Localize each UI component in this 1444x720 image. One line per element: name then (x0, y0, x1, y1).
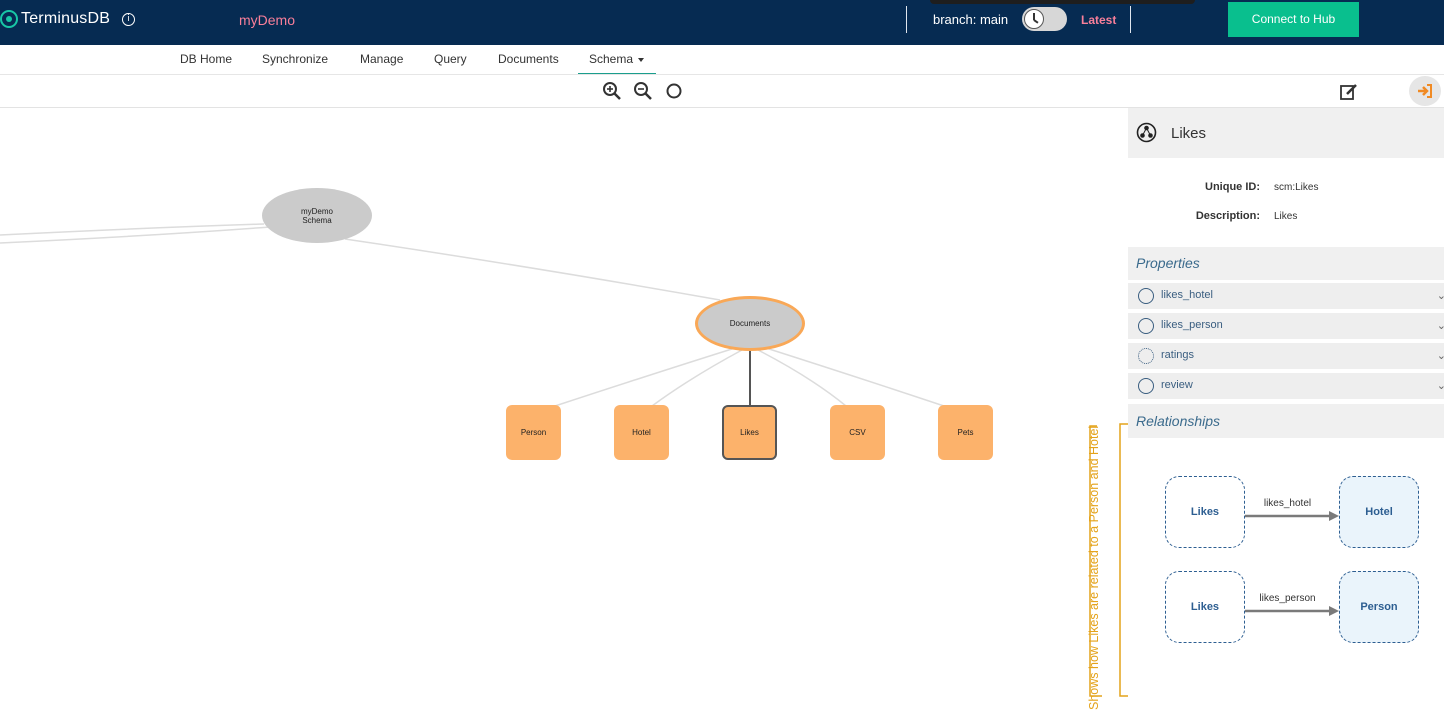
class-icon (1136, 122, 1157, 143)
relationship-target-box: Person (1339, 571, 1419, 643)
sign-in-icon (1418, 84, 1432, 98)
divider (906, 6, 907, 33)
chevron-down-icon: ⌄ (1436, 290, 1444, 302)
properties-header: Properties (1128, 247, 1444, 280)
annotation-text: Shows how Likes are related to a Person … (1087, 425, 1101, 710)
number-property-icon (1138, 348, 1154, 364)
description-value: Likes (1274, 211, 1298, 222)
graph-toolbar (0, 75, 1444, 108)
edit-icon[interactable] (1339, 82, 1359, 102)
property-row[interactable]: likes_person ⌄ (1128, 313, 1444, 339)
description-label: Description: (1195, 210, 1260, 222)
relationship-arrow-icon (1245, 606, 1339, 616)
properties-title: Properties (1136, 255, 1200, 271)
database-name[interactable]: myDemo (239, 12, 296, 28)
reset-icon[interactable] (664, 81, 684, 101)
pets-node[interactable]: Pets (938, 405, 993, 460)
terminusdb-logo-icon (0, 10, 18, 28)
relationships-header: Relationships (1128, 404, 1444, 438)
login-button[interactable] (1409, 76, 1441, 106)
time-travel-toggle[interactable] (1022, 7, 1067, 31)
chevron-down-icon: ⌄ (1436, 320, 1444, 332)
sub-navigation: DB Home Synchronize Manage Query Documen… (0, 45, 1444, 75)
property-label: likes_hotel (1161, 289, 1213, 301)
relationship-label: likes_hotel (1263, 498, 1312, 509)
zoom-out-icon[interactable] (633, 81, 653, 101)
divider (1130, 6, 1131, 33)
property-label: review (1161, 379, 1193, 391)
property-row[interactable]: review ⌄ (1128, 373, 1444, 399)
property-row[interactable]: ratings ⌄ (1128, 343, 1444, 369)
top-bar: TerminusDB i myDemo branch: main Latest … (0, 0, 1444, 45)
link-property-icon (1138, 318, 1154, 334)
panel-title: Likes (1171, 125, 1207, 142)
branch-selector[interactable]: branch: main (933, 12, 1009, 27)
property-row[interactable]: likes_hotel ⌄ (1128, 283, 1444, 309)
relationships-title: Relationships (1136, 413, 1221, 429)
chevron-down-icon: ⌄ (1436, 380, 1444, 392)
zoom-in-icon[interactable] (602, 81, 622, 101)
nav-synchronize[interactable]: Synchronize (262, 52, 329, 66)
graph-edges (0, 223, 945, 407)
likes-node[interactable]: Likes (722, 405, 777, 460)
chevron-down-icon (638, 57, 645, 62)
nav-manage[interactable]: Manage (360, 52, 404, 66)
chevron-down-icon: ⌄ (1436, 350, 1444, 362)
property-label: likes_person (1161, 319, 1223, 331)
csv-node[interactable]: CSV (830, 405, 885, 460)
details-panel: Likes Unique ID: scm:Likes Description: … (1128, 108, 1444, 720)
info-icon[interactable]: i (122, 13, 135, 26)
top-strip (930, 0, 1195, 4)
relationship-label: likes_person (1259, 593, 1316, 604)
nav-documents[interactable]: Documents (498, 52, 559, 66)
annotation-bracket (1089, 425, 1102, 697)
relationship-source-box: Likes (1165, 476, 1245, 548)
unique-id-label: Unique ID: (1205, 181, 1260, 193)
nav-db-home[interactable]: DB Home (180, 52, 233, 66)
link-property-icon (1138, 288, 1154, 304)
logo-text: TerminusDB (21, 10, 111, 27)
panel-header: Likes (1128, 108, 1444, 158)
person-node[interactable]: Person (506, 405, 561, 460)
latest-label: Latest (1081, 13, 1117, 27)
relationship-arrow-icon (1245, 511, 1339, 521)
property-label: ratings (1161, 349, 1195, 361)
clock-icon (1024, 9, 1044, 29)
unique-id-value: scm:Likes (1274, 182, 1319, 193)
relationship-target-box: Hotel (1339, 476, 1419, 548)
connect-to-hub-button[interactable]: Connect to Hub (1228, 2, 1359, 37)
relationship-source-box: Likes (1165, 571, 1245, 643)
logo[interactable]: TerminusDB (0, 10, 110, 28)
nav-query[interactable]: Query (434, 52, 467, 66)
text-property-icon (1138, 378, 1154, 394)
nav-schema-tab[interactable]: Schema (578, 52, 657, 74)
documents-node[interactable]: Documents (695, 296, 805, 351)
hotel-node[interactable]: Hotel (614, 405, 669, 460)
schema-tab-label: Schema (589, 52, 634, 66)
